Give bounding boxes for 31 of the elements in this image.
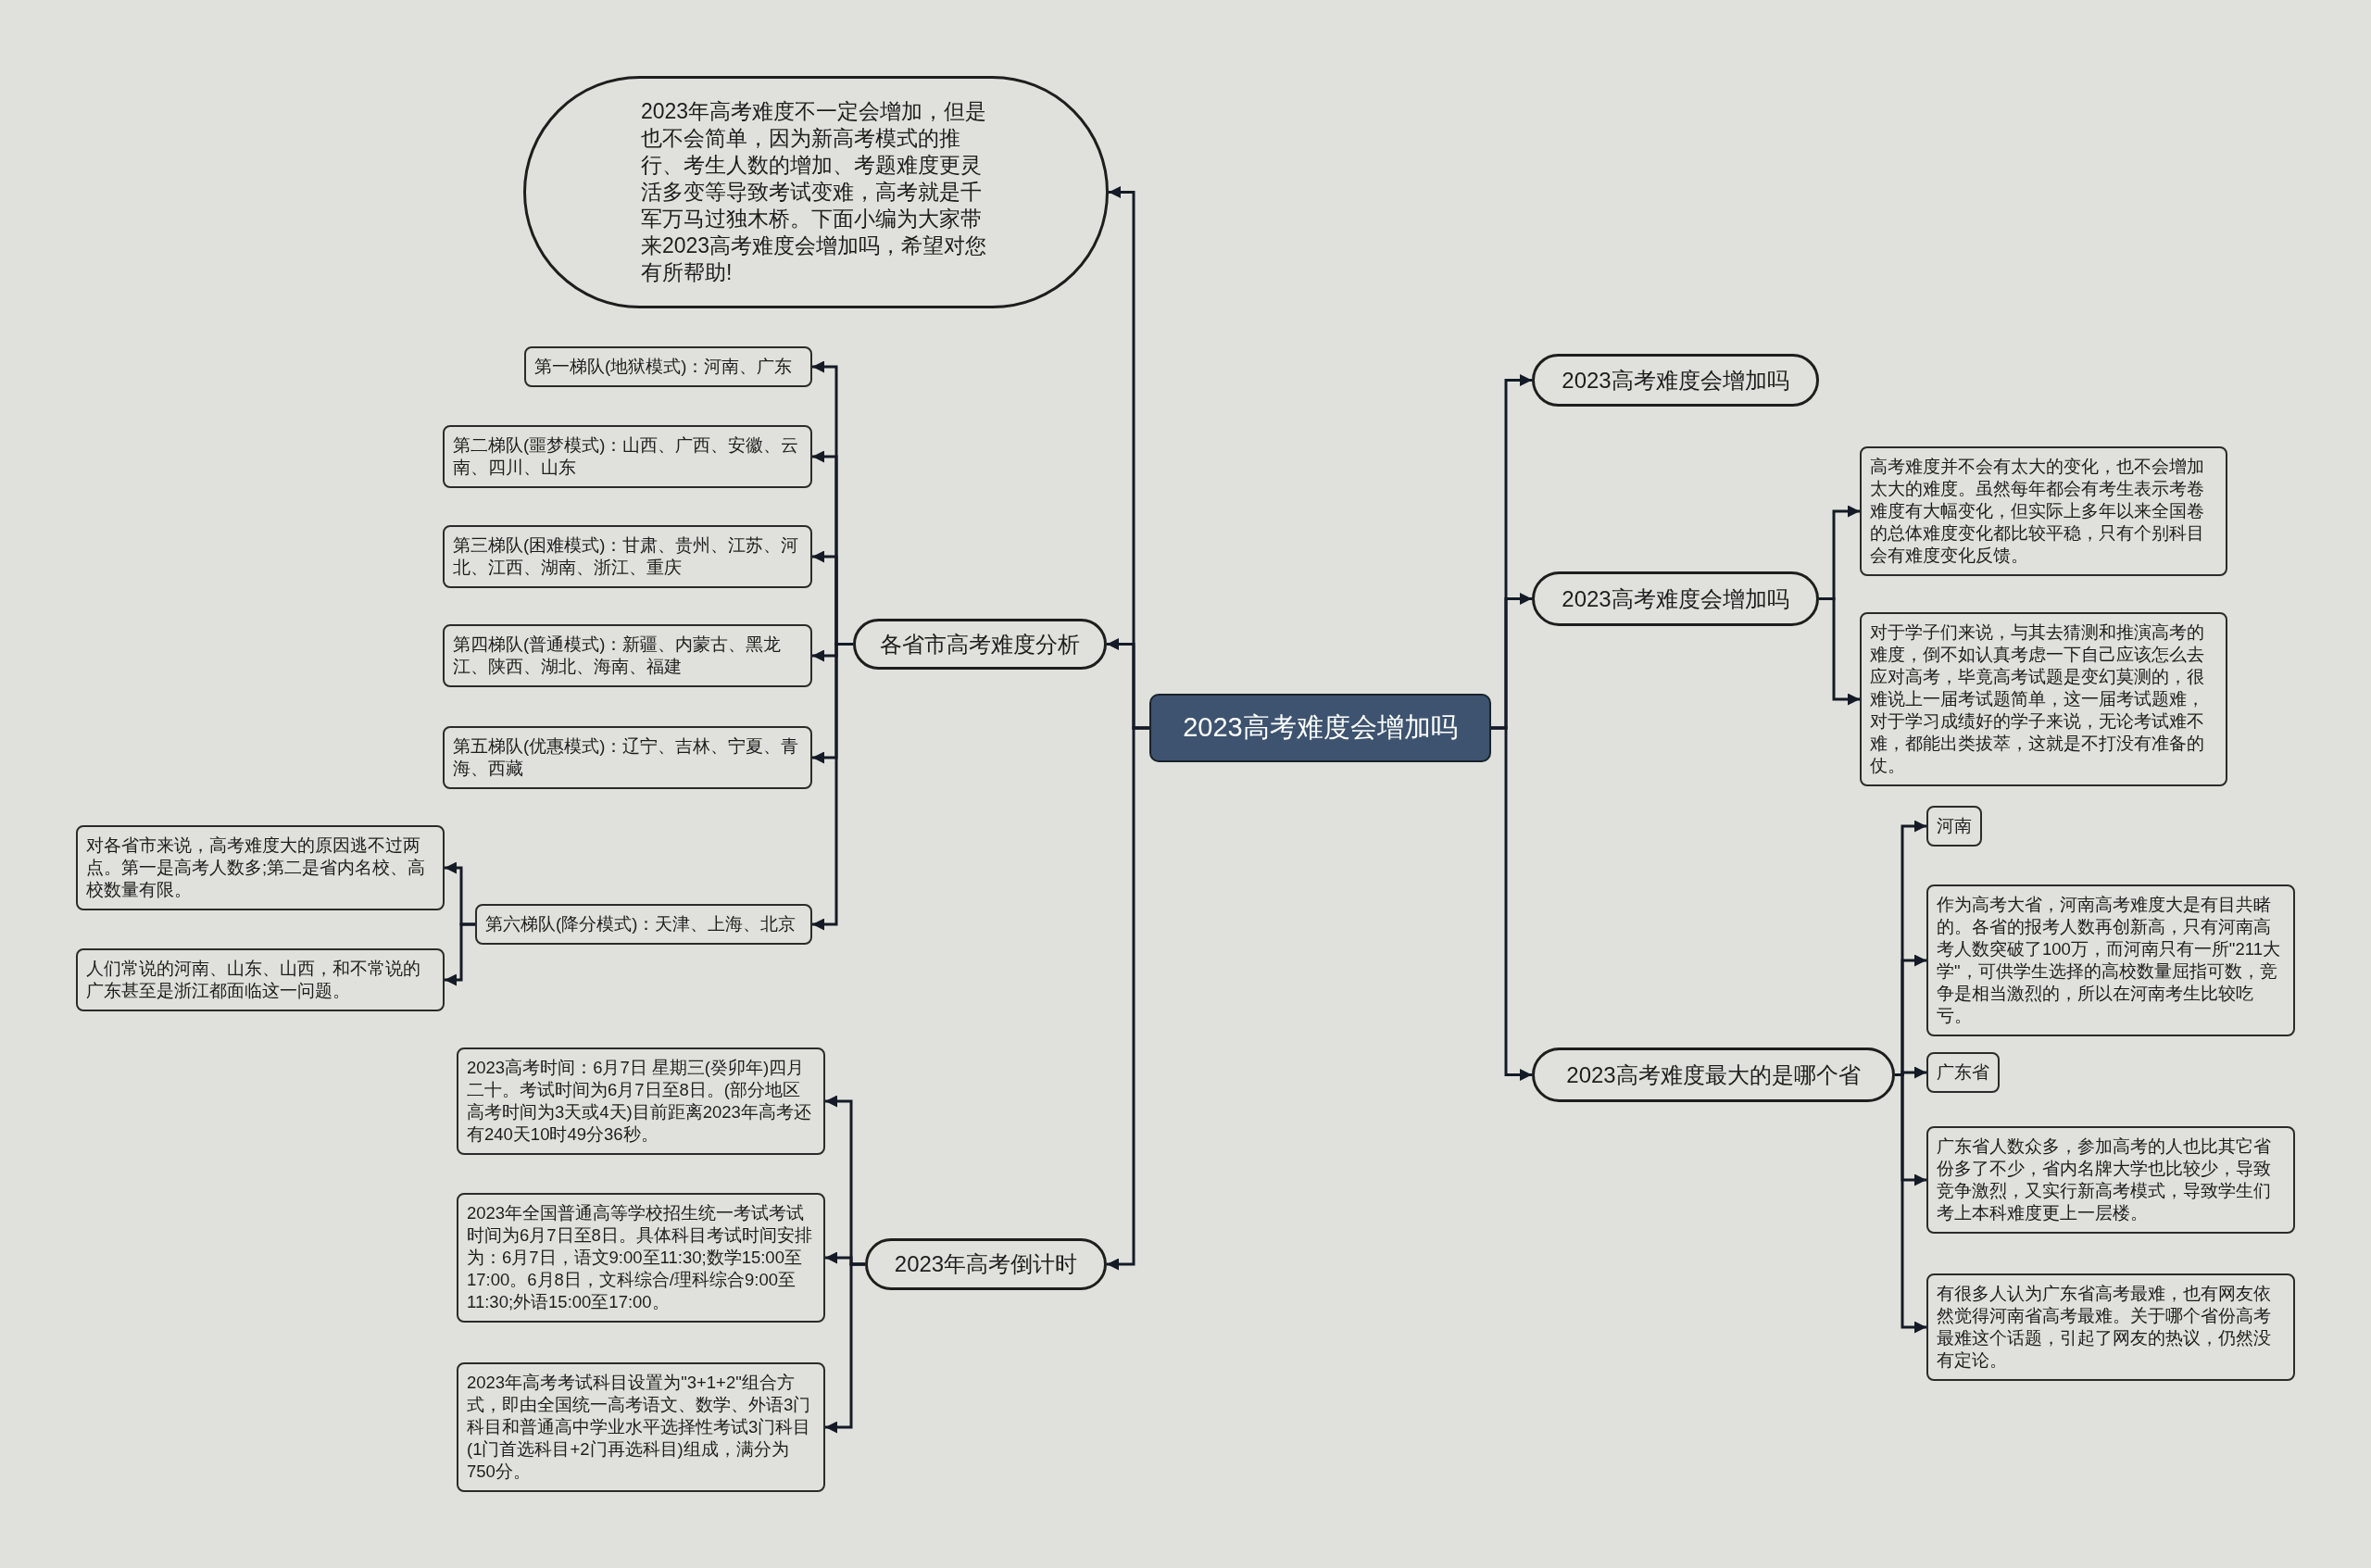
topic-pill: 2023高考难度会增加吗 xyxy=(1532,571,1819,626)
text-box: 高考难度并不会有太大的变化，也不会增加太大的难度。虽然每年都会有考生表示考卷难度有大幅变化，但实际上多年以来全国卷的总体难度变化都比较平稳，只有个别科目会有难度变化反馈。 xyxy=(1860,446,2227,576)
text-box: 第二梯队(噩梦模式)：山西、广西、安徽、云南、四川、山东 xyxy=(443,425,812,488)
connector-arrow xyxy=(1491,726,1532,1081)
text-box: 有很多人认为广东省高考最难，也有网友依然觉得河南省高考最难。关于哪个省份高考最难这个话题，引起了网友的热议，仍然没有定论。 xyxy=(1926,1273,2295,1381)
text-box: 广东省人数众多，参加高考的人也比其它省份多了不少，省内名牌大学也比较少，导致竞争激烈，又实行新高考模式，导致学生们考上本科难度更上一层楼。 xyxy=(1926,1126,2295,1234)
text-box: 第六梯队(降分模式)：天津、上海、北京 xyxy=(475,904,812,945)
connector-arrow xyxy=(1819,597,1860,706)
topic-pill: 各省市高考难度分析 xyxy=(853,619,1107,670)
connector-arrow xyxy=(1895,1073,1926,1334)
text-box: 河南 xyxy=(1926,806,1982,847)
text-box: 对各省市来说，高考难度大的原因逃不过两点。第一是高考人数多;第二是省内名校、高校数量有限。 xyxy=(76,825,445,910)
central-topic-box: 2023高考难度会增加吗 xyxy=(1149,694,1491,762)
text-box: 2023年高考考试科目设置为"3+1+2"组合方式，即由全国统一高考语文、数学、外语3门科目和普通高中学业水平选择性考试3门科目(1门首选科目+2门再选科目)组成，满分为750分。 xyxy=(457,1362,825,1492)
connector-arrow xyxy=(825,1262,865,1434)
connector-arrow xyxy=(1107,726,1149,1271)
text-box: 2023高考时间：6月7日 星期三(癸卯年)四月二十。考试时间为6月7日至8日。(部分地区高考时间为3天或4天)目前距离2023年高考还有240天10时49分36秒。 xyxy=(457,1047,825,1155)
text-box: 第一梯队(地狱模式)：河南、广东 xyxy=(524,346,812,387)
text-box: 对于学子们来说，与其去猜测和推演高考的难度，倒不如认真考虑一下自己应该怎么去应对高考，毕竟高考试题是变幻莫测的，很难说上一届考试题简单，这一届考试题难，对于学习成绩好的学子来说，无论考试难不难，都能出类拔萃，这就是不打没有准备的仗。 xyxy=(1860,612,2227,786)
text-box: 2023年全国普通高等学校招生统一考试考试时间为6月7日至8日。具体科目考试时间安排为：6月7日，语文9:00至11:30;数学15:00至17:00。6月8日，文科综合/理科综合9:00至11:30;外语15:00至17:00。 xyxy=(457,1193,825,1323)
topic-pill: 2023年高考倒计时 xyxy=(865,1238,1107,1290)
connector-arrow xyxy=(812,643,853,931)
text-box: 第四梯队(普通模式)：新疆、内蒙古、黑龙江、陕西、湖北、海南、福建 xyxy=(443,624,812,687)
topic-pill: 2023高考难度会增加吗 xyxy=(1532,354,1819,407)
connector-arrow xyxy=(445,922,475,986)
text-box: 人们常说的河南、山东、山西，和不常说的广东甚至是浙江都面临这一问题。 xyxy=(76,948,445,1011)
text-box: 第三梯队(困难模式)：甘肃、贵州、江苏、河北、江西、湖南、浙江、重庆 xyxy=(443,525,812,588)
text-box: 广东省 xyxy=(1926,1052,2000,1093)
text-box: 作为高考大省，河南高考难度大是有目共睹的。各省的报考人数再创新高，只有河南高考人数突破了100万，而河南只有一所"211大学"，可供学生选择的高校数量屈指可数，竞争是相当激烈的，所以在河南考生比较吃亏。 xyxy=(1926,884,2295,1036)
text-box: 第五梯队(优惠模式)：辽宁、吉林、宁夏、青海、西藏 xyxy=(443,726,812,789)
topic-pill: 2023高考难度最大的是哪个省 xyxy=(1532,1047,1895,1102)
